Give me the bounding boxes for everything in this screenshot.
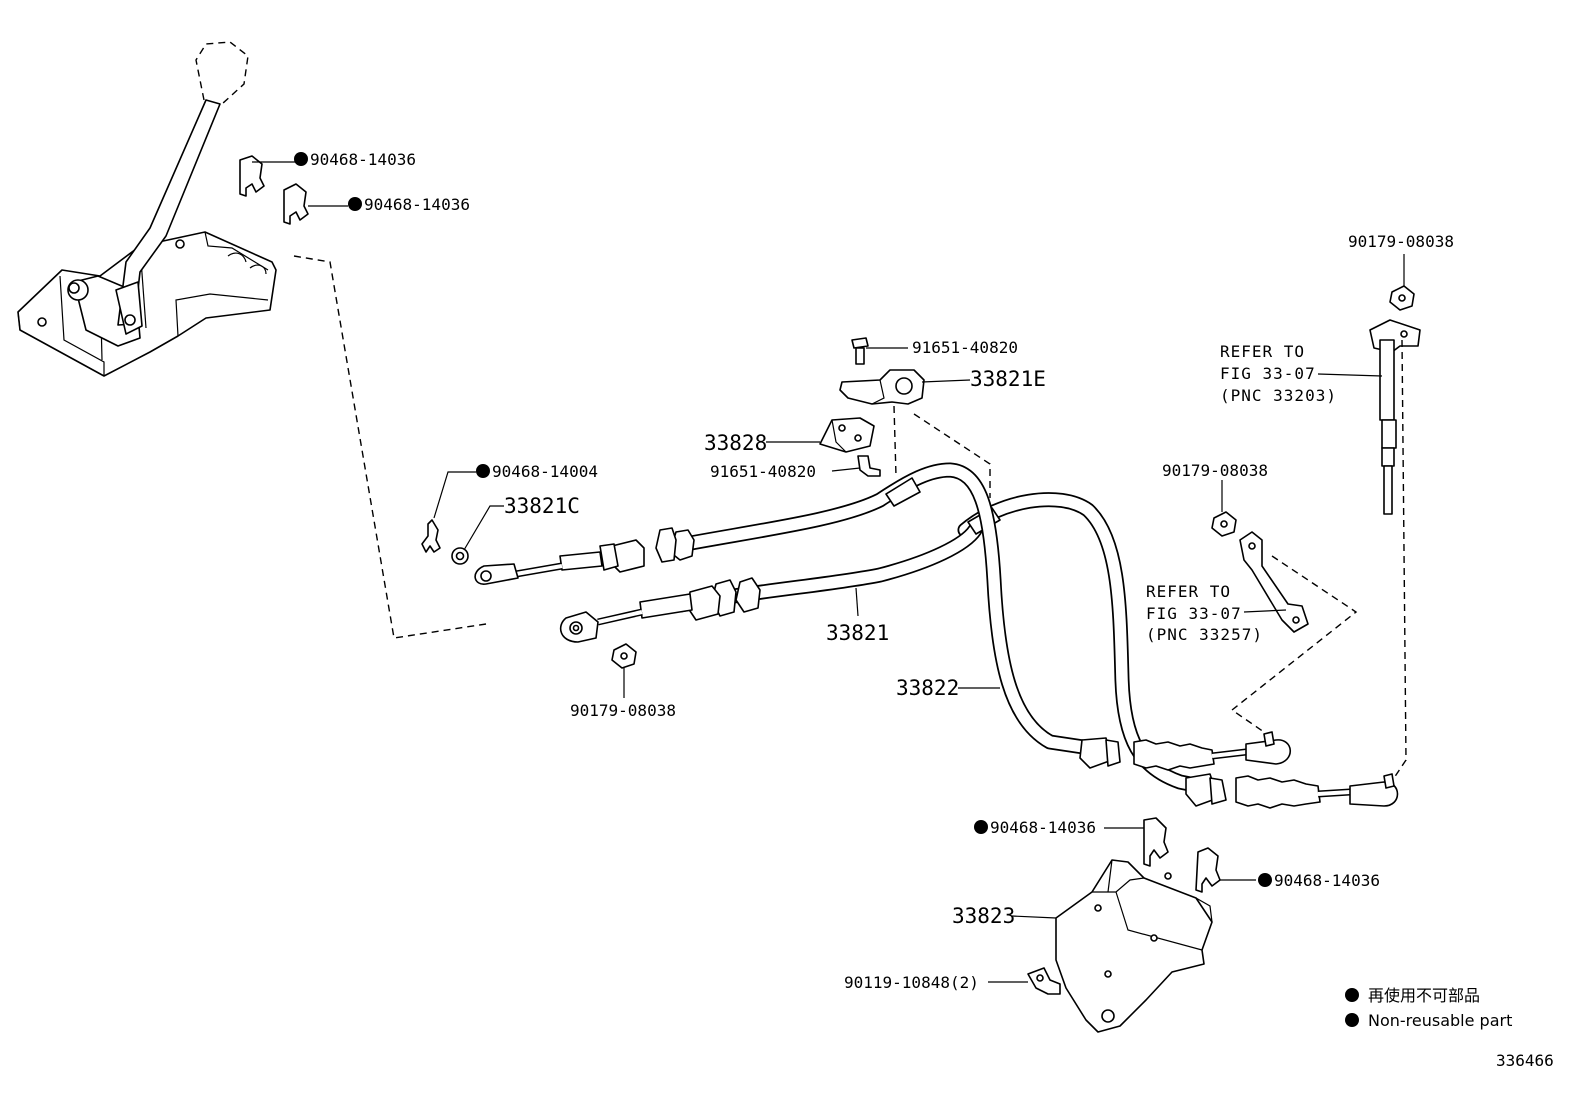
reference-line: FIG 33-07 [1146, 604, 1242, 623]
cable-33821 [672, 462, 1098, 756]
part-label-washer-c: 33821C [504, 494, 580, 518]
part-label-bracket-e: 33821E [970, 367, 1046, 391]
bolt-mid [857, 455, 881, 477]
shift-lever-33257 [1239, 531, 1309, 633]
nut-mid-right [1211, 511, 1237, 537]
cable-end-lower-left [559, 577, 761, 643]
part-label-nut-top-right: 90179-08038 [1348, 232, 1454, 251]
nut-left [611, 643, 637, 669]
bracket-33828 [819, 417, 875, 453]
washer-33821C [451, 547, 469, 565]
non-reusable-mark [1258, 873, 1272, 887]
non-reusable-mark [476, 464, 490, 478]
legend-japanese: 再使用不可部品 [1368, 986, 1480, 1005]
reference-line: REFER TO [1146, 582, 1231, 601]
legend-bullet [1345, 988, 1359, 1002]
clip-bottom-2 [1195, 847, 1221, 893]
part-label-cable-33822: 33822 [896, 676, 959, 700]
bracket-33821E [839, 369, 925, 405]
nut-top-right [1389, 285, 1415, 311]
cable-33822 [672, 492, 1208, 794]
bracket-33823 [1055, 859, 1213, 1033]
cable-end-lower-right [1185, 773, 1399, 809]
non-reusable-mark [348, 197, 362, 211]
part-label-bracket-33828: 33828 [704, 431, 767, 455]
part-label-bolt-top: 91651-40820 [912, 338, 1018, 357]
reference-line: (PNC 33257) [1146, 625, 1263, 644]
part-label-clip-bottom-1: 90468-14036 [990, 818, 1096, 837]
cable-end-upper-right [1079, 731, 1292, 771]
part-label-bolt-mid: 91651-40820 [710, 462, 816, 481]
non-reusable-mark [974, 820, 988, 834]
reference-note-upper: REFER TO FIG 33-07 (PNC 33203) [1220, 342, 1337, 405]
figure-number: 336466 [1496, 1051, 1554, 1070]
legend-english: Non-reusable part [1368, 1011, 1512, 1030]
leader-lines [252, 161, 1405, 983]
part-label-nut-left: 90179-08038 [570, 701, 676, 720]
shift-rod-33203 [1369, 319, 1421, 515]
part-label-clip-top-1: 90468-14036 [310, 150, 416, 169]
reference-line: FIG 33-07 [1220, 364, 1316, 383]
cable-end-upper-left [474, 527, 695, 585]
bolt-bottom [1027, 967, 1061, 995]
part-label-bracket-33823: 33823 [952, 904, 1015, 928]
shift-lever-assembly [17, 41, 277, 377]
reference-line: REFER TO [1220, 342, 1305, 361]
clip-top-1 [239, 155, 265, 197]
part-label-nut-mid-right: 90179-08038 [1162, 461, 1268, 480]
clip-top-2 [283, 183, 309, 225]
clip-90468-14004 [421, 519, 441, 553]
clip-bottom-1 [1143, 817, 1169, 867]
reference-line: (PNC 33203) [1220, 386, 1337, 405]
legend-bullet [1345, 1013, 1359, 1027]
part-label-cable-33821: 33821 [826, 621, 889, 645]
reference-note-lower: REFER TO FIG 33-07 (PNC 33257) [1146, 582, 1263, 644]
part-label-clip-top-2: 90468-14036 [364, 195, 470, 214]
part-label-clip-bottom-2: 90468-14036 [1274, 871, 1380, 890]
bolt-top [851, 337, 869, 365]
non-reusable-mark [294, 152, 308, 166]
part-label-clip-14004: 90468-14004 [492, 462, 598, 481]
legend: 再使用不可部品 Non-reusable part [1368, 986, 1512, 1030]
part-label-bolt-bottom: 90119-10848(2) [844, 973, 979, 992]
